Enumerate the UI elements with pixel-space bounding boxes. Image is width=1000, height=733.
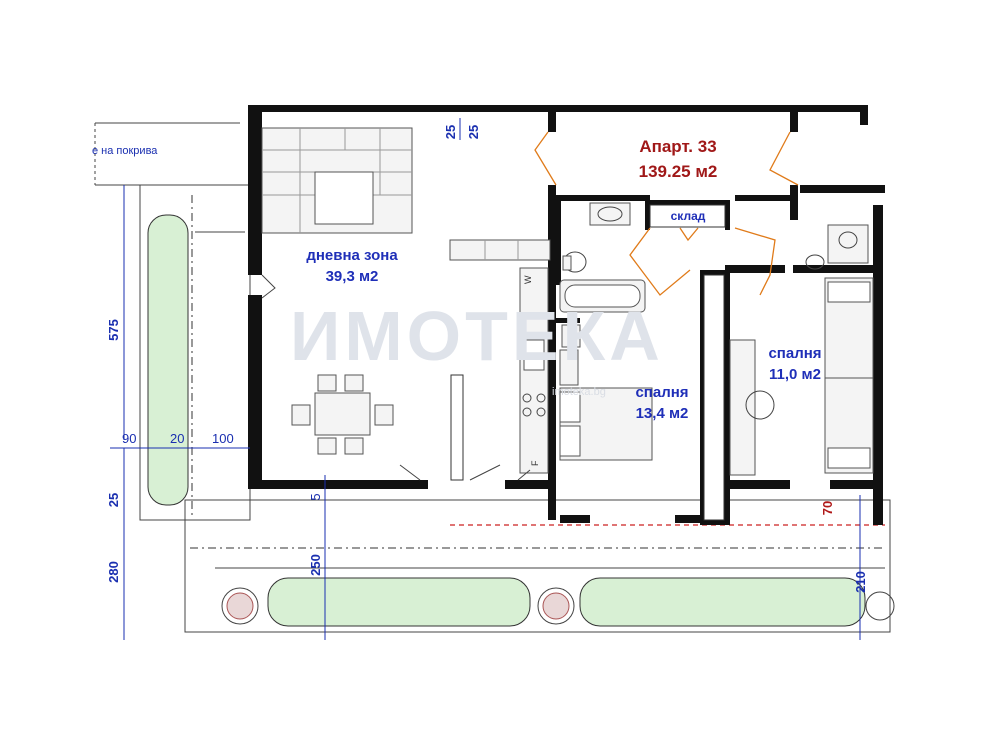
dim-5: 5 (308, 493, 323, 500)
bedroom1-area: 13,4 м2 (636, 405, 689, 422)
dim-25-left: 25 (106, 493, 121, 507)
dimension-lines (110, 118, 861, 640)
bedroom2-name: спалня (768, 345, 821, 362)
dim-280: 280 (106, 561, 121, 583)
bedroom1-name: спалня (635, 384, 688, 401)
living-room-area: 39,3 м2 (326, 268, 379, 285)
living-room-name: дневна зона (306, 247, 398, 264)
watermark-site: imoteka.bg (552, 386, 606, 398)
roof-note-area: е на покрива (92, 122, 240, 186)
washer-label: W (523, 275, 533, 284)
roof-note: е на покрива (92, 145, 158, 157)
dim-100: 100 (212, 431, 234, 446)
watermark-brand: ИМОТЕКА (290, 297, 664, 375)
dim-25-top-a: 25 (443, 125, 458, 139)
dim-250: 250 (308, 554, 323, 576)
door-swings (261, 131, 799, 481)
bottom-planter-right (579, 577, 866, 627)
apartment-title: Апарт. 33 (639, 137, 716, 156)
storage-label: склад (671, 209, 706, 223)
living-furniture (261, 127, 551, 474)
dim-20: 20 (170, 431, 184, 446)
bathroom-fixtures (559, 202, 869, 348)
fridge-label: F (530, 460, 540, 466)
bottom-planter-left (267, 577, 531, 627)
left-terrace (139, 184, 251, 521)
dim-25-top-b: 25 (466, 125, 481, 139)
bottom-terrace (184, 499, 895, 633)
bedroom-furniture (559, 277, 874, 476)
left-planter (147, 214, 189, 506)
apartment-area: 139.25 м2 (639, 162, 718, 181)
dim-90: 90 (122, 431, 136, 446)
dim-210: 210 (853, 571, 868, 593)
dim-575: 575 (106, 319, 121, 341)
dim-70: 70 (820, 501, 835, 515)
bedroom2-area: 11,0 м2 (769, 366, 821, 383)
